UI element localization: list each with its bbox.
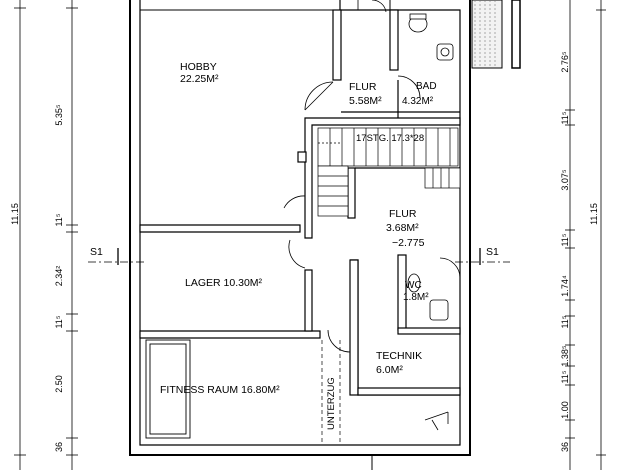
room-lager-label: LAGER 10.30M² bbox=[185, 277, 263, 289]
sink-wc-icon bbox=[429, 299, 449, 321]
room-flur-mid-area: 3.68M² bbox=[386, 222, 419, 234]
dim-right-flur: 3.07⁵ bbox=[560, 169, 570, 191]
dim-left-fitness: 2.50 bbox=[54, 375, 64, 393]
fitness-mat bbox=[145, 339, 191, 439]
dim-right-wall-2: 11⁵ bbox=[560, 233, 570, 246]
beam-unterzug bbox=[321, 340, 341, 445]
stairs-label: 17STG. 17.3*28 bbox=[356, 133, 424, 144]
room-fitness-label: FITNESS RAUM 16.80M² bbox=[160, 384, 280, 396]
dim-left-lager: 2.34² bbox=[54, 266, 64, 287]
room-flur-mid-name: FLUR bbox=[389, 208, 417, 220]
room-flur-top-name: FLUR bbox=[349, 81, 377, 93]
dim-right-wc: 1.74⁴ bbox=[560, 275, 570, 297]
room-bad-name: BAD bbox=[416, 81, 437, 92]
room-bad-area: 4.32M² bbox=[402, 96, 434, 107]
room-hobby-name: HOBBY bbox=[180, 61, 217, 73]
room-technik-area: 6.0M² bbox=[376, 364, 403, 376]
left-dimension-lines bbox=[14, 0, 78, 470]
outer-walls bbox=[129, 0, 471, 456]
toilet-wc-icon bbox=[407, 273, 421, 293]
dim-left-wall-1: 11⁵ bbox=[54, 213, 64, 226]
inner-walls bbox=[139, 9, 461, 396]
dim-right-wall-4: 11⁵ bbox=[560, 370, 570, 383]
balcony-railing bbox=[471, 0, 521, 69]
section-mark-left: S1 bbox=[90, 246, 103, 258]
beam-unterzug-label: UNTERZUG bbox=[326, 377, 337, 430]
doors bbox=[283, 0, 461, 353]
room-wc-name: WC bbox=[405, 280, 422, 291]
room-hobby-area: 22.25M² bbox=[180, 73, 219, 85]
dim-left-outer: 36 bbox=[54, 442, 64, 452]
right-dimension-lines bbox=[565, 0, 606, 470]
dim-right-bottom: 1.00 bbox=[560, 401, 570, 419]
room-wc-area: 1.8M² bbox=[403, 292, 429, 303]
dim-left-total: 11.15 bbox=[10, 203, 20, 225]
room-technik-name: TECHNIK bbox=[376, 350, 422, 362]
section-mark-right: S1 bbox=[486, 246, 499, 258]
room-flur-mid-level: −2.775 bbox=[392, 237, 425, 249]
dim-right-bad: 2.76⁵ bbox=[560, 51, 570, 73]
dim-right-outer: 36 bbox=[560, 442, 570, 452]
dim-right-technik: 1.38⁵ bbox=[560, 345, 570, 367]
room-flur-top-area: 5.58M² bbox=[349, 95, 382, 107]
dim-right-wall-1: 11⁵ bbox=[560, 111, 570, 124]
floor-drain-icon bbox=[424, 411, 449, 431]
dim-right-wall-3: 11⁵ bbox=[560, 315, 570, 328]
staircase bbox=[317, 127, 461, 217]
dim-right-total: 11.15 bbox=[589, 203, 599, 225]
sanitary-fixtures bbox=[407, 13, 454, 321]
dim-left-hobby: 5.35⁵ bbox=[54, 104, 64, 126]
dim-left-wall-2: 11⁵ bbox=[54, 315, 64, 328]
